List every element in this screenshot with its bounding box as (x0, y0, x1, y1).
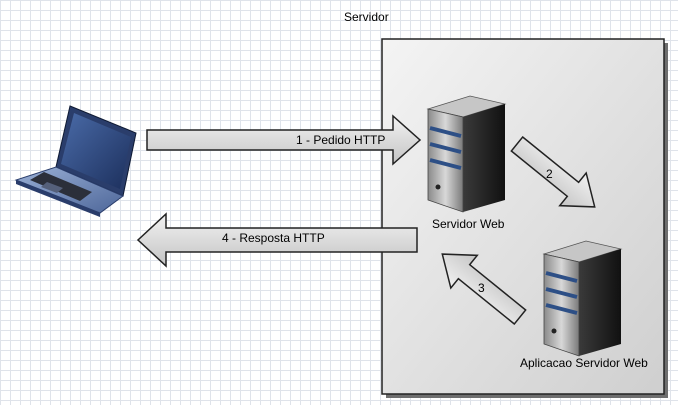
server-tower-icon (426, 95, 507, 213)
diagram-title: Servidor (344, 10, 389, 24)
arrow-return-label: 3 (478, 281, 485, 295)
app-server-label: Aplicacao Servidor Web (520, 356, 648, 370)
arrow-request (146, 114, 422, 166)
arrow-response-label: 4 - Resposta HTTP (222, 231, 325, 245)
arrow-request-label: 1 - Pedido HTTP (296, 133, 386, 147)
web-server-label: Servidor Web (432, 217, 505, 231)
arrow-response (136, 212, 418, 268)
arrow-return (441, 253, 527, 326)
arrow-forward-label: 2 (546, 167, 553, 181)
arrow-forward (510, 135, 596, 208)
server-container (381, 38, 665, 395)
laptop-icon (14, 105, 137, 217)
server-tower-icon (542, 240, 623, 357)
